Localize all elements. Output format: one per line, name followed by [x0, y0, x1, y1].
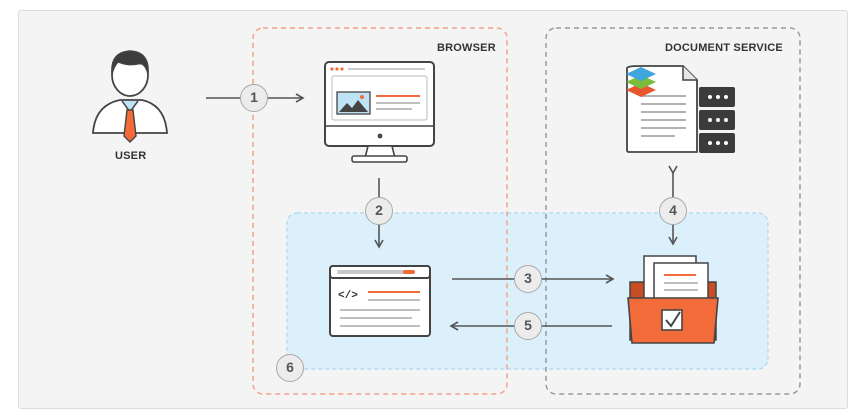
document-server-icon: [626, 65, 735, 153]
step-badge-5: 5: [514, 312, 542, 340]
code-glyph: </>: [338, 290, 358, 302]
browser-label: BROWSER: [437, 42, 496, 54]
step-badge-3: 3: [514, 265, 542, 293]
monitor-icon: [324, 61, 435, 163]
user-icon: [92, 50, 168, 143]
code-editor-icon: [329, 265, 431, 337]
step-badge-6: 6: [276, 354, 304, 382]
document-service-region: [545, 27, 801, 395]
document-service-label: DOCUMENT SERVICE: [665, 42, 783, 54]
user-label: USER: [115, 150, 147, 162]
browser-region: [252, 27, 508, 395]
step-badge-1: 1: [240, 84, 268, 112]
step-badge-4: 4: [659, 197, 687, 225]
step-badge-2: 2: [365, 197, 393, 225]
document-folder-icon: [627, 255, 719, 344]
